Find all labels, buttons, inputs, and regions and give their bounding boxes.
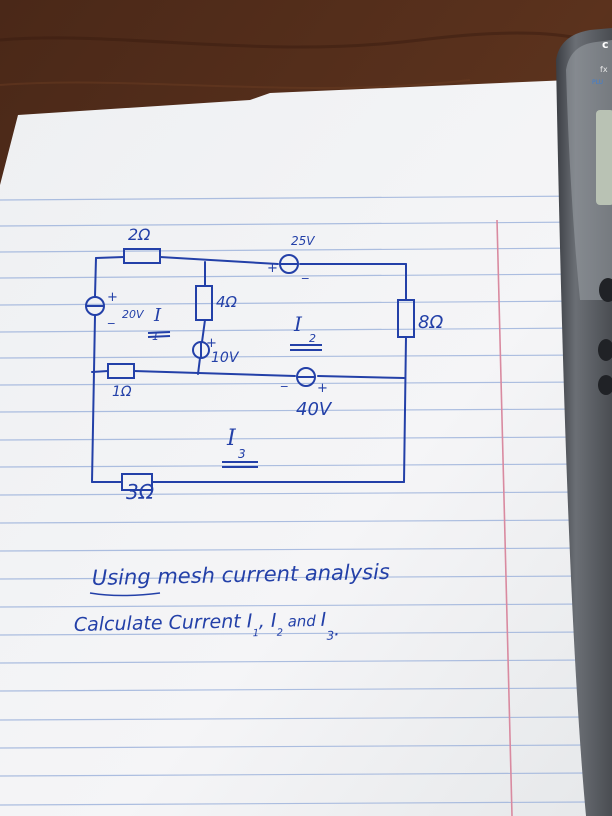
question-line-2-and: and [283, 612, 321, 631]
mesh-i3-label: I [226, 426, 237, 451]
resistor-1ohm [107, 363, 135, 379]
svg-text:_: _ [301, 265, 309, 280]
resistor-8ohm [397, 299, 415, 338]
mesh-i2-sub: 2 [309, 332, 316, 345]
svg-text:_: _ [107, 310, 115, 325]
label-8ohm: 8Ω [418, 312, 443, 333]
margin-line [496, 219, 513, 816]
ruled-lines [0, 195, 591, 806]
calculator-fx-label: fx [600, 65, 608, 74]
label-3ohm: 3Ω [126, 480, 155, 504]
label-2ohm: 2Ω [128, 225, 151, 244]
mesh-i1-label: I [153, 305, 162, 326]
svg-text:+: + [317, 381, 328, 396]
calculator-button [598, 339, 612, 361]
calculator-button [598, 375, 612, 395]
label-1ohm: 1Ω [112, 384, 132, 400]
svg-text:+: + [107, 290, 118, 305]
mesh-i3-sub: 3 [238, 447, 246, 461]
question-line-2-i3: I [320, 609, 326, 631]
calculator-brand-label: c [602, 38, 609, 51]
svg-text:+: + [206, 336, 217, 351]
resistor-3ohm [121, 473, 153, 491]
underline-using [89, 592, 161, 597]
resistor-4ohm [195, 285, 213, 321]
label-40v: 40V [296, 399, 333, 420]
question-sub-1: 1 [253, 628, 260, 639]
voltage-sources [85, 254, 316, 387]
svg-text:+: + [267, 261, 278, 276]
calculator-button [599, 278, 612, 302]
polarity-marks: + _ + _ + _ + [107, 261, 328, 396]
question-line-2-mid: , I [259, 610, 278, 632]
calculator-screen [596, 110, 612, 205]
question-line-2: Calculate Current I1, I2 and I3. [74, 608, 341, 648]
question-line-2-prefix: Calculate Current I [74, 610, 253, 636]
resistor-2ohm [123, 248, 161, 264]
question-line-2-end: . [334, 618, 341, 640]
mesh-i2-label: I [293, 312, 303, 336]
calculator: c fx PLU [556, 28, 612, 816]
label-25v: 25V [291, 234, 315, 248]
svg-text:_: _ [280, 373, 288, 388]
label-20v: 20V [122, 308, 145, 321]
label-4ohm: 4Ω [216, 293, 238, 311]
circuit-wires [91, 256, 407, 483]
label-10v: 10V [211, 350, 240, 366]
question-sub-2: 2 [277, 628, 284, 639]
resistors [107, 248, 415, 491]
question-sub-3: 3 [326, 629, 334, 643]
calculator-model-label: PLU [592, 79, 603, 86]
